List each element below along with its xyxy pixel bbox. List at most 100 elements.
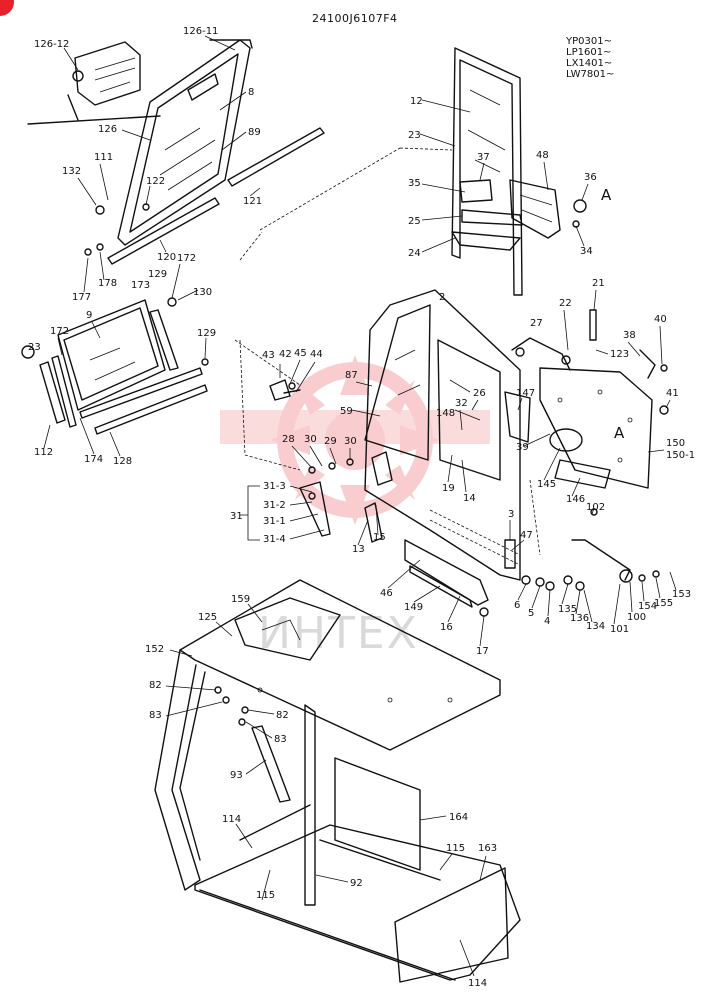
label-38: 38 (623, 330, 636, 341)
label-41: 41 (666, 388, 679, 399)
label-A1: A (601, 186, 612, 204)
label-129a: 129 (148, 269, 167, 280)
label-159: 159 (231, 594, 250, 605)
label-154: 154 (638, 601, 657, 612)
label-31-2: 31-2 (263, 500, 286, 511)
label-13: 13 (352, 544, 365, 555)
label-4: 4 (544, 616, 550, 627)
label-114b: 114 (468, 978, 487, 989)
label-24: 24 (408, 248, 421, 259)
label-44: 44 (310, 349, 323, 360)
label-30a: 30 (304, 434, 317, 445)
label-42: 42 (279, 349, 292, 360)
label-31: 31 (230, 511, 243, 522)
label-164: 164 (449, 812, 468, 823)
label-155: 155 (654, 598, 673, 609)
label-126-11: 126-11 (183, 26, 218, 37)
label-21: 21 (592, 278, 605, 289)
label-87: 87 (345, 370, 358, 381)
label-35: 35 (408, 178, 421, 189)
label-82a: 82 (149, 680, 162, 691)
label-19: 19 (442, 483, 455, 494)
label-31-3: 31-3 (263, 481, 286, 492)
side-glass-assembly (21, 297, 209, 435)
label-25: 25 (408, 216, 421, 227)
label-112: 112 (34, 447, 53, 458)
label-31-4: 31-4 (263, 534, 286, 545)
label-47: 47 (520, 530, 533, 541)
door-glass-assembly (239, 47, 587, 296)
label-136: 136 (570, 613, 589, 624)
label-132: 132 (62, 166, 81, 177)
label-102: 102 (586, 502, 605, 513)
label-43: 43 (262, 350, 275, 361)
label-149: 149 (404, 602, 423, 613)
leader-lines (43, 35, 677, 977)
label-37: 37 (477, 152, 490, 163)
label-114a: 114 (222, 814, 241, 825)
label-134: 134 (586, 621, 605, 632)
label-178: 178 (98, 278, 117, 289)
label-100: 100 (627, 612, 646, 623)
label-173: 173 (131, 280, 150, 291)
label-93: 93 (230, 770, 243, 781)
label-153: 153 (672, 589, 691, 600)
label-121: 121 (243, 196, 262, 207)
label-12: 12 (410, 96, 423, 107)
label-40: 40 (654, 314, 667, 325)
label-31-1: 31-1 (263, 516, 286, 527)
label-32: 32 (455, 398, 468, 409)
label-128: 128 (113, 456, 132, 467)
label-26: 26 (473, 388, 486, 399)
label-126: 126 (98, 124, 117, 135)
serial-range-4: LW7801~ (566, 69, 614, 80)
label-A2: A (614, 424, 625, 442)
label-16: 16 (440, 622, 453, 633)
label-172b: 172 (50, 326, 69, 337)
label-177: 177 (72, 292, 91, 303)
label-115b: 115 (256, 890, 275, 901)
label-174: 174 (84, 454, 103, 465)
label-130: 130 (193, 287, 212, 298)
label-3: 3 (508, 509, 514, 520)
label-17: 17 (476, 646, 489, 657)
label-15: 15 (373, 532, 386, 543)
label-2: 2 (439, 292, 445, 303)
watermark-text: ИНТЕХ (258, 608, 419, 659)
label-92: 92 (350, 878, 363, 889)
label-36: 36 (584, 172, 597, 183)
label-82b: 82 (276, 710, 289, 721)
part-labels: 126-12 126-11 8 126 89 111 132 122 121 1… (28, 26, 695, 989)
label-8: 8 (248, 87, 254, 98)
label-146: 146 (566, 494, 585, 505)
label-126-12: 126-12 (34, 39, 69, 50)
label-34: 34 (580, 246, 593, 257)
label-14: 14 (463, 493, 476, 504)
label-145: 145 (537, 479, 556, 490)
label-48: 48 (536, 150, 549, 161)
label-45: 45 (294, 348, 307, 359)
watermark-logo (220, 355, 490, 525)
label-30b: 30 (344, 436, 357, 447)
label-150: 150 (666, 438, 685, 449)
label-115a: 115 (446, 843, 465, 854)
label-23: 23 (28, 342, 41, 353)
label-5: 5 (528, 608, 534, 619)
label-148: 148 (436, 408, 455, 419)
label-123: 123 (610, 349, 629, 360)
label-6: 6 (514, 600, 520, 611)
label-83a: 83 (149, 710, 162, 721)
label-120: 120 (157, 252, 176, 263)
label-150-1: 150-1 (666, 450, 695, 461)
label-152: 152 (145, 644, 164, 655)
drawing-number: 24100J6107F4 (312, 12, 398, 25)
label-129b: 129 (197, 328, 216, 339)
cab-frame (154, 579, 521, 983)
label-135: 135 (558, 604, 577, 615)
label-27: 27 (530, 318, 543, 329)
label-111: 111 (94, 152, 113, 163)
label-29: 29 (324, 436, 337, 447)
label-163: 163 (478, 843, 497, 854)
label-83b: 83 (274, 734, 287, 745)
